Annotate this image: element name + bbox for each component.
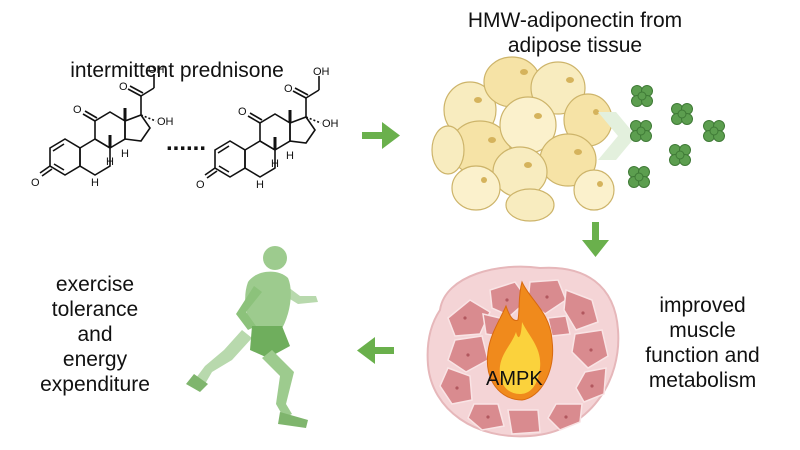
arrow-down-to-muscle	[582, 222, 609, 257]
mol2-atom-h-1: H	[271, 158, 279, 170]
exercise-outcome-line-1: exercise	[55, 273, 135, 296]
mol1-atom-h-2: H	[91, 177, 99, 189]
arrow-left-to-exercise	[357, 337, 394, 364]
mol2-atom-o-c11: O	[238, 106, 247, 118]
drug-label: intermittent prednisone	[70, 59, 284, 82]
exercise-outcome-line-5: expenditure	[40, 373, 150, 396]
prednisone-structure-2	[204, 76, 322, 179]
adiponectin-title-line-1: HMW-adiponectin from	[467, 9, 683, 32]
adiponectin-cluster-2	[671, 103, 693, 125]
mol1-atom-h-1: H	[106, 156, 114, 168]
mol1-atom-o-c11: O	[73, 104, 82, 116]
muscle-outcome-line-2: muscle	[669, 319, 736, 342]
molecule-separator: ......	[166, 129, 206, 156]
mol1-atom-h-3: H	[121, 148, 129, 160]
muscle-outcome-line-4: metabolism	[648, 369, 757, 392]
mol2-atom-oh-c21: OH	[313, 66, 330, 78]
muscle-outcome-line-3: function and	[645, 344, 760, 367]
mol1-atom-oh-c21: OH	[148, 64, 165, 76]
exercise-outcome-line-2: tolerance	[51, 298, 139, 321]
mol2-atom-o-c20: O	[284, 83, 293, 95]
mol1-atom-oh-c17: OH	[157, 116, 174, 128]
adiponectin-title: HMW-adiponectin from adipose tissue	[440, 8, 710, 58]
runner-figure	[186, 246, 318, 428]
adipose-tissue	[431, 56, 615, 222]
mol1-atom-o-c20: O	[119, 81, 128, 93]
adiponectin-title-line-2: adipose tissue	[507, 34, 643, 57]
prednisone-structure-1	[39, 74, 157, 177]
adiponectin-cluster-1	[631, 85, 653, 107]
adiponectin-cluster-3	[630, 120, 652, 142]
adiponectin-multimers	[628, 85, 725, 188]
exercise-outcome-line-4: energy	[62, 348, 128, 371]
mol2-atom-o-ketone-ring-a: O	[196, 179, 205, 191]
adiponectin-cluster-5	[669, 144, 691, 166]
muscle-outcome-line-1: improved	[659, 294, 746, 317]
mol1-atom-o-ketone-ring-a: O	[31, 177, 40, 189]
mol2-atom-h-2: H	[256, 179, 264, 191]
mol2-atom-h-3: H	[286, 150, 294, 162]
mol2-atom-oh-c17: OH	[322, 118, 339, 130]
exercise-outcome-label: exercise tolerance and energy expenditur…	[20, 272, 170, 397]
muscle-outcome-label: improved muscle function and metabolism	[615, 293, 790, 393]
muscle-cross-section	[426, 265, 620, 438]
ampk-label: AMPK	[486, 368, 543, 390]
flame-inner-icon	[499, 322, 541, 394]
adiponectin-cluster-4	[703, 120, 725, 142]
arrow-right-to-adipose	[362, 122, 400, 149]
secretion-chevron	[598, 112, 636, 160]
exercise-outcome-line-3: and	[77, 323, 113, 346]
adiponectin-cluster-6	[628, 166, 650, 188]
